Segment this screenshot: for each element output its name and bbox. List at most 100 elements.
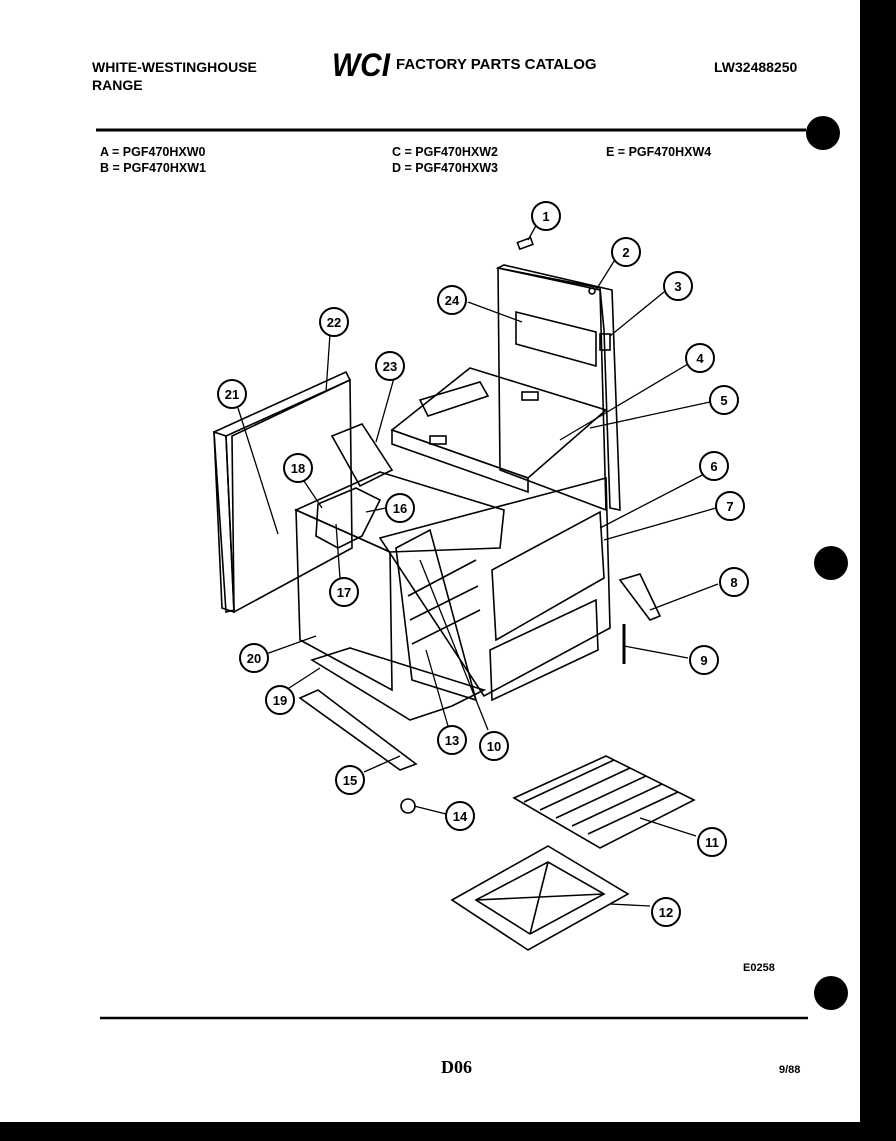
oven-parts-drawing [213, 236, 696, 951]
logo-text: WCI [332, 47, 391, 81]
callout-5: 5 [709, 385, 739, 415]
callout-circle [445, 801, 475, 831]
callout-4: 4 [685, 343, 715, 373]
callout-circle [719, 567, 749, 597]
callout-label: 6 [710, 459, 717, 474]
callout-12: 12 [651, 897, 681, 927]
callout-label: 5 [720, 393, 727, 408]
callout-label: 21 [225, 387, 239, 402]
wci-logo: WCI [332, 47, 391, 81]
callout-label: 18 [291, 461, 305, 476]
diagram-code: E0258 [743, 962, 775, 974]
callout-15: 15 [335, 765, 365, 795]
callout-label: 14 [453, 809, 468, 824]
callout-label: 24 [445, 293, 460, 308]
model-d: D = PGF470HXW3 [392, 161, 498, 175]
callout-label: 3 [674, 279, 681, 294]
callout-circle [283, 453, 313, 483]
callout-3: 3 [663, 271, 693, 301]
bottom-pan [310, 647, 487, 721]
callout-label: 19 [273, 693, 287, 708]
callout-label: 11 [705, 835, 719, 850]
side-panel-face [225, 378, 353, 614]
callout-label: 15 [343, 773, 357, 788]
part-bracket [599, 333, 611, 351]
callout-label: 22 [327, 315, 341, 330]
rack-wire-3 [555, 775, 647, 819]
callout-circle [375, 351, 405, 381]
callout-label: 12 [659, 905, 673, 920]
callout-18: 18 [283, 453, 313, 483]
door-hinge [618, 573, 662, 621]
callout-circle [689, 645, 719, 675]
callout-20: 20 [239, 643, 269, 673]
callout-19: 19 [265, 685, 295, 715]
model-b: B = PGF470HXW1 [100, 161, 206, 175]
catalog-sheet: WHITE-WESTINGHOUSE RANGE WCI FACTORY PAR… [0, 0, 860, 1122]
leveling-leg [400, 798, 416, 814]
callout-label: 2 [622, 245, 629, 260]
callout-circle [329, 577, 359, 607]
revision-date: 9/88 [779, 1064, 801, 1076]
callout-label: 8 [730, 575, 737, 590]
callout-circle [697, 827, 727, 857]
part-clip [516, 236, 534, 251]
callout-7: 7 [715, 491, 745, 521]
callout-circle [437, 725, 467, 755]
brand-name: WHITE-WESTINGHOUSE [92, 59, 257, 75]
callout-circle [217, 379, 247, 409]
oven-window [491, 510, 605, 642]
rear-vent-slot [515, 310, 597, 368]
flue-duct [330, 423, 394, 488]
callout-label: 13 [445, 733, 459, 748]
rack-wire-1 [523, 759, 615, 803]
callout-8: 8 [719, 567, 749, 597]
binder-hole-middle [814, 546, 848, 580]
callout-label: 4 [696, 351, 704, 366]
callout-label: 9 [700, 653, 707, 668]
callout-circle [663, 271, 693, 301]
callout-circle [437, 285, 467, 315]
model-a: A = PGF470HXW0 [100, 145, 206, 159]
callout-circle [385, 493, 415, 523]
leader-lines [237, 221, 719, 907]
callout-14: 14 [445, 801, 475, 831]
oven-rack [512, 755, 696, 849]
kick-plate [298, 689, 418, 771]
callout-label: 10 [487, 739, 501, 754]
top-cover-edge [391, 428, 529, 494]
burner-shield [315, 487, 382, 549]
broil-pan [450, 845, 630, 951]
callout-16: 16 [385, 493, 415, 523]
callout-circle [651, 897, 681, 927]
callout-11: 11 [697, 827, 727, 857]
product-type: RANGE [92, 77, 143, 93]
callout-circle [611, 237, 641, 267]
callout-circle [699, 451, 729, 481]
top-bracket [418, 381, 490, 417]
model-c: C = PGF470HXW2 [392, 145, 498, 159]
callout-circle [319, 307, 349, 337]
binder-hole-top [806, 116, 840, 150]
broil-pan-inner [474, 861, 606, 935]
rack-wire-4 [571, 783, 663, 827]
callout-2: 2 [611, 237, 641, 267]
rack-guide-2 [409, 585, 479, 621]
brand-block: WHITE-WESTINGHOUSE RANGE [92, 58, 257, 94]
binder-hole-bottom [814, 976, 848, 1010]
callout-circle [715, 491, 745, 521]
callout-13: 13 [437, 725, 467, 755]
callout-23: 23 [375, 351, 405, 381]
side-panel [213, 370, 352, 614]
callout-1: 1 [531, 201, 561, 231]
callout-label: 17 [337, 585, 351, 600]
callout-label: 7 [726, 499, 733, 514]
callout-circle [531, 201, 561, 231]
oven-lower-panel [489, 598, 599, 702]
callout-21: 21 [217, 379, 247, 409]
callout-circle [335, 765, 365, 795]
top-cover-hole-2 [521, 391, 539, 401]
top-cover-hole [429, 435, 447, 445]
